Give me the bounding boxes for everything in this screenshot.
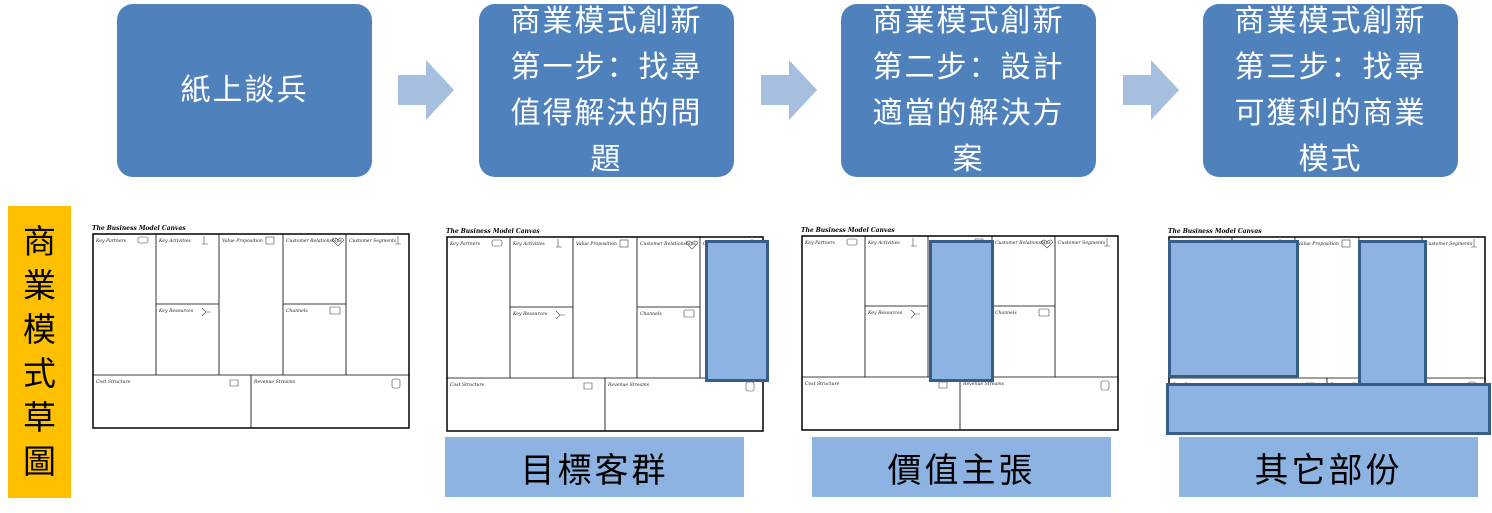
block-revenue-streams: Revenue Streams <box>607 382 650 388</box>
block-channels: Channels <box>286 308 308 314</box>
truck-icon <box>683 309 695 318</box>
price-tag-icon <box>229 379 239 387</box>
highlight-value-proposition <box>929 240 994 382</box>
caption-target-text: 目標客群 <box>520 450 669 491</box>
block-customer-relationships: Customer Relationships <box>995 240 1051 246</box>
business-model-canvas-diagram: The Business Model Canvas Key Partners K… <box>92 225 410 429</box>
gift-icon <box>1341 239 1351 248</box>
block-channels: Channels <box>995 310 1017 316</box>
highlight-relationships-channels <box>1358 240 1427 386</box>
moneybag-icon <box>745 381 755 392</box>
price-tag-icon <box>938 381 948 389</box>
block-key-partners: Key Partners <box>449 241 481 247</box>
step-3-text: 商業模式創新第二步：設計適當的解決方案 <box>872 3 1065 177</box>
gift-icon <box>265 236 275 245</box>
step-3-box: 商業模式創新第二步：設計適當的解決方案 <box>841 4 1096 177</box>
side-label-char: 圖 <box>23 442 56 481</box>
moneybag-icon <box>1100 380 1110 391</box>
caption-target-segment: 目標客群 <box>445 437 744 497</box>
handshake-icon <box>137 236 149 244</box>
block-cost-structure: Cost Structure <box>805 381 840 387</box>
block-value-proposition: Value Proposition <box>576 241 617 247</box>
handshake-icon <box>491 239 503 247</box>
side-label: 商 業 模 式 草 圖 <box>8 206 71 498</box>
side-label-char: 式 <box>23 354 56 393</box>
block-revenue-streams: Revenue Streams <box>962 381 1005 387</box>
canvas-title: The Business Model Canvas <box>801 227 895 234</box>
block-customer-segments: Customer Segments <box>349 238 397 244</box>
canvas-title: The Business Model Canvas <box>1168 228 1262 235</box>
truck-icon <box>1038 308 1050 317</box>
block-cost-structure: Cost Structure <box>96 379 131 385</box>
side-label-char: 業 <box>23 266 56 305</box>
block-key-activities: Key Activities <box>158 238 191 244</box>
step-4-box: 商業模式創新第三步：找尋可獲利的商業模式 <box>1203 4 1458 177</box>
block-key-activities: Key Activities <box>867 240 900 246</box>
price-tag-icon <box>583 382 593 390</box>
block-key-activities: Key Activities <box>512 241 545 247</box>
block-key-resources: Key Resources <box>512 311 548 317</box>
side-label-char: 模 <box>23 310 56 349</box>
block-customer-segments: Customer Segments <box>1425 241 1473 247</box>
caption-other-parts: 其它部份 <box>1179 437 1478 497</box>
step-2-text: 商業模式創新第一步：找尋值得解決的問題 <box>510 3 703 177</box>
block-key-partners: Key Partners <box>804 240 836 246</box>
side-label-char: 商 <box>23 222 56 261</box>
block-cost-structure: Cost Structure <box>450 382 485 388</box>
block-customer-relationships: Customer Relationships <box>286 238 342 244</box>
block-key-resources: Key Resources <box>158 308 194 314</box>
highlight-customer-segments <box>705 240 769 382</box>
block-value-proposition: Value Proposition <box>222 238 263 244</box>
block-customer-segments: Customer Segments <box>1058 240 1106 246</box>
person-icon <box>1471 239 1477 248</box>
truck-icon <box>329 306 341 315</box>
gift-icon <box>619 239 629 248</box>
caption-value-text: 價值主張 <box>887 450 1036 491</box>
highlight-cost-revenue <box>1166 383 1491 435</box>
block-key-partners: Key Partners <box>95 238 127 244</box>
tools-icon <box>201 307 211 317</box>
caption-other-text: 其它部份 <box>1254 450 1403 491</box>
person-icon <box>1104 238 1110 247</box>
canvas-sketch: The Business Model Canvas Key Partners K… <box>92 224 410 430</box>
step-4-text: 商業模式創新第三步：找尋可獲利的商業模式 <box>1234 3 1427 177</box>
highlight-key-partners-activities <box>1168 240 1299 378</box>
person-icon <box>202 236 208 245</box>
tools-icon <box>910 309 920 319</box>
caption-value-proposition: 價值主張 <box>812 437 1111 497</box>
arrow-right-icon <box>1123 60 1179 120</box>
canvas-title: The Business Model Canvas <box>446 228 540 235</box>
heart-icon <box>685 240 699 250</box>
person-icon <box>911 238 917 247</box>
block-customer-relationships: Customer Relationships <box>640 241 696 247</box>
step-1-box: 紙上談兵 <box>117 4 372 177</box>
block-key-resources: Key Resources <box>867 310 903 316</box>
block-channels: Channels <box>640 311 662 317</box>
block-revenue-streams: Revenue Streams <box>253 379 296 385</box>
tools-icon <box>555 310 565 320</box>
arrow-right-icon <box>398 60 454 120</box>
moneybag-icon <box>391 378 401 389</box>
person-icon <box>556 239 562 248</box>
canvas-title: The Business Model Canvas <box>92 225 186 232</box>
arrow-right-icon <box>761 60 817 120</box>
handshake-icon <box>846 238 858 246</box>
block-value-proposition: Value Proposition <box>1298 241 1339 247</box>
side-label-char: 草 <box>23 398 56 437</box>
step-2-box: 商業模式創新第一步：找尋值得解決的問題 <box>479 4 734 177</box>
step-1-text: 紙上談兵 <box>180 72 309 108</box>
heart-icon <box>1040 239 1054 249</box>
person-icon <box>395 236 401 245</box>
business-model-canvas-diagram: The Business Model Canvas Key Partners K… <box>801 227 1119 431</box>
heart-icon <box>331 237 345 247</box>
